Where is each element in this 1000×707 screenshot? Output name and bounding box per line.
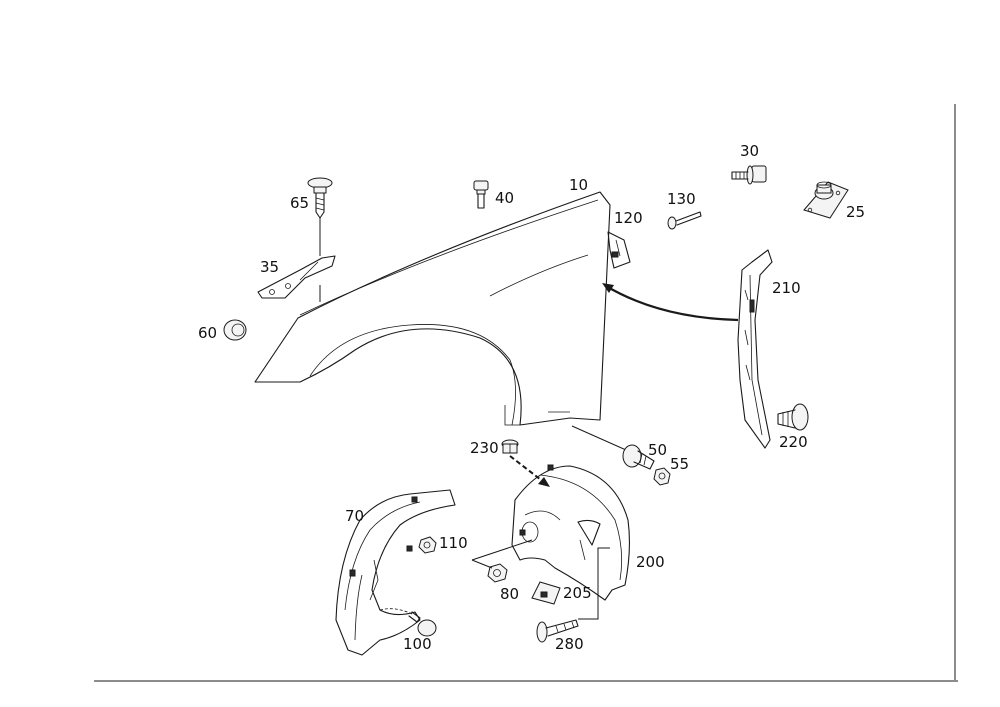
callout-40: 40: [495, 189, 514, 207]
part-210-trim-strip: [737, 249, 773, 449]
callout-130: 130: [667, 190, 696, 208]
part-100-bolt: [379, 608, 437, 637]
callout-200: 200: [636, 553, 665, 571]
callout-100: 100: [403, 635, 432, 653]
part-80-nut: [471, 539, 533, 583]
part-200-wheel-arch-liner: [511, 464, 630, 601]
part-130-rivet: [667, 211, 702, 230]
part-25-nut-plate: [803, 181, 849, 219]
part-110-nut: [418, 536, 437, 554]
part-220-clip: [777, 403, 809, 431]
part-230-nut: [501, 439, 519, 454]
callout-120: 120: [614, 209, 643, 227]
part-30-bolt: [731, 165, 767, 185]
part-10-front-fender: [254, 191, 611, 426]
part-205-clip: [531, 581, 561, 605]
part-35-bracket: [257, 255, 336, 302]
callout-205: 205: [563, 584, 592, 602]
callout-25: 25: [846, 203, 865, 221]
callout-220: 220: [779, 433, 808, 451]
callout-210: 210: [772, 279, 801, 297]
part-280-screw: [536, 547, 610, 643]
callout-80: 80: [500, 585, 519, 603]
callout-10: 10: [569, 176, 588, 194]
part-50-bolt: [571, 425, 655, 470]
callout-55: 55: [670, 455, 689, 473]
callout-280: 280: [555, 635, 584, 653]
callout-65: 65: [290, 194, 309, 212]
callout-110: 110: [439, 534, 468, 552]
part-40-bolt: [473, 180, 489, 209]
part-60-grommet: [223, 319, 247, 341]
arrow-210-to-fender: [602, 283, 739, 322]
arrow-230-to-liner: [509, 455, 550, 487]
part-55-nut: [653, 467, 671, 486]
callout-230: 230: [470, 439, 499, 457]
callout-35: 35: [260, 258, 279, 276]
part-70-wheel-arch-liner: [335, 489, 456, 656]
callout-60: 60: [198, 324, 217, 342]
callout-70: 70: [345, 507, 364, 525]
part-65-screw: [307, 177, 333, 256]
callout-50: 50: [648, 441, 667, 459]
part-120-clip: [607, 231, 631, 269]
callout-30: 30: [740, 142, 759, 160]
